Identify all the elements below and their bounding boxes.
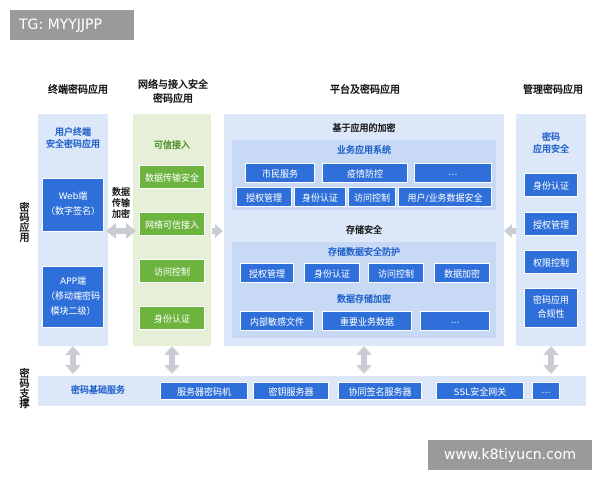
- vertical-arrow-terminal: [65, 346, 81, 374]
- column-title-platform: 平台及密码应用: [330, 84, 400, 96]
- storage-item-business-data: 重要业务数据: [322, 311, 412, 331]
- app-client-box: APP端 （移动端密码 模块二级）: [42, 266, 104, 328]
- storage-item-more: …: [420, 311, 490, 331]
- vertical-arrow-network: [164, 346, 180, 374]
- support-item-collab-sign-server: 协同签名服务器: [338, 382, 422, 400]
- business-system-title: 业务应用系统: [336, 146, 391, 156]
- network-item-identity-auth: 身份认证: [139, 306, 205, 330]
- support-item-server-crypto: 服务器密码机: [160, 382, 248, 400]
- vertical-arrow-platform: [356, 346, 372, 374]
- management-item-compliance: 密码应用 合规性: [524, 288, 578, 328]
- column-title-management: 管理密码应用: [523, 84, 583, 96]
- double-arrow-network-platform: [212, 224, 223, 238]
- storage-encryption-title: 数据存储加密: [336, 295, 391, 305]
- data-transfer-encryption-label: 数据 传输 加密: [111, 187, 130, 220]
- business-item-identity-auth: 身份认证: [294, 187, 346, 207]
- support-item-ssl-gateway: SSL安全网关: [436, 382, 524, 400]
- storage-item-data-encryption: 数据加密: [434, 263, 490, 283]
- support-item-key-server: 密钥服务器: [253, 382, 329, 400]
- arrow-management-platform: [504, 224, 516, 238]
- double-arrow-terminal-network: [106, 223, 136, 239]
- watermark-top-left: TG: MYYJJPP: [10, 10, 134, 40]
- support-label: 密码基础服务: [70, 386, 125, 396]
- business-item-more: …: [414, 163, 492, 183]
- management-item-authorization: 授权管理: [524, 212, 578, 236]
- storage-item-access-control: 访问控制: [368, 263, 424, 283]
- management-item-identity-auth: 身份认证: [524, 173, 578, 197]
- column-title-terminal: 终端密码应用: [48, 84, 108, 96]
- management-item-permission-control: 权限控制: [524, 250, 578, 274]
- storage-item-authorization: 授权管理: [240, 263, 294, 283]
- network-item-trusted-access: 网络可信接入: [139, 212, 205, 236]
- storage-security-title: 存储安全: [345, 226, 382, 236]
- business-item-authorization: 授权管理: [236, 187, 292, 207]
- business-item-data-security: 用户/业务数据安全: [398, 187, 492, 207]
- web-client-box: Web端 （数字签名）: [42, 178, 104, 232]
- network-item-access-control: 访问控制: [139, 259, 205, 283]
- support-item-more: …: [532, 382, 560, 400]
- storage-item-identity-auth: 身份认证: [304, 263, 360, 283]
- business-item-access-control: 访问控制: [348, 187, 396, 207]
- platform-title: 基于应用的加密: [332, 124, 396, 134]
- side-label-crypto-support: 密码支撑: [17, 368, 28, 408]
- management-title: 密码 应用安全: [532, 133, 569, 155]
- business-item-citizen-service: 市民服务: [245, 163, 315, 183]
- vertical-arrow-management: [543, 346, 559, 374]
- side-label-crypto-app: 密码应用: [17, 202, 28, 242]
- network-item-data-transfer: 数据传输安全: [139, 165, 205, 189]
- watermark-bottom-right: www.k8tiyucn.com: [428, 440, 592, 470]
- network-title: 可信接入: [153, 140, 190, 151]
- storage-protection-title: 存储数据安全防护: [327, 248, 400, 258]
- storage-item-sensitive-files: 内部敏感文件: [240, 311, 314, 331]
- terminal-title: 用户终端 安全密码应用: [45, 128, 100, 150]
- column-title-network: 网络与接入安全 密码应用: [138, 80, 208, 105]
- business-item-epidemic-control: 疫情防控: [322, 163, 408, 183]
